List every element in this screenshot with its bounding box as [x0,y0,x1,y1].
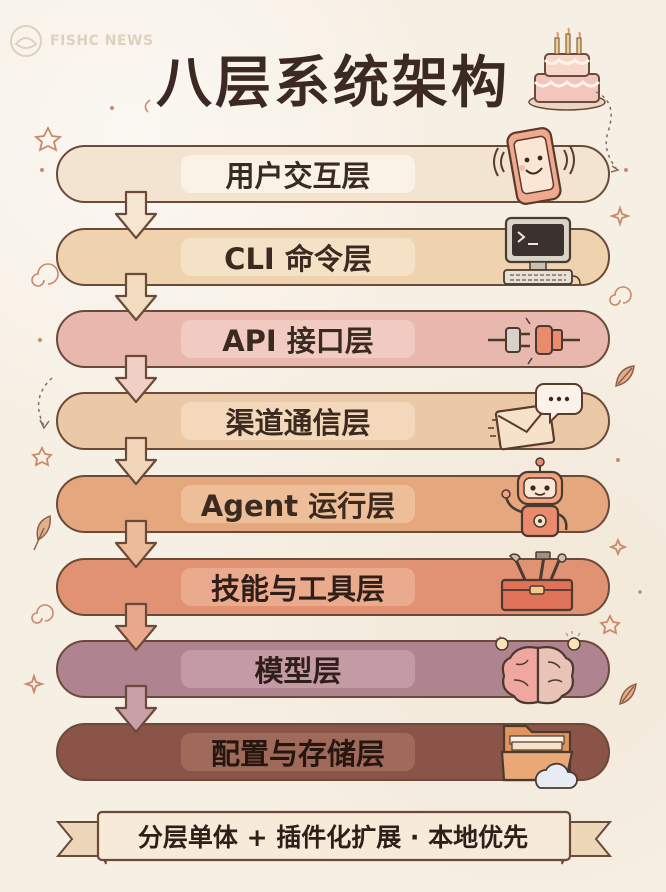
layer-label-box-0: 用户交互层 [181,155,415,193]
smartphone-icon [493,127,575,205]
down-arrow-icon [114,602,158,652]
brain-icon [495,631,581,705]
layer-label-box-3: 渠道通信层 [181,402,415,440]
down-arrow-icon [114,190,158,240]
plug-connector-icon [488,317,580,365]
layer-label: CLI 命令层 [224,242,372,276]
folder-cloud-icon [500,724,578,789]
layer-label: 配置与存储层 [210,737,385,771]
footer-ribbon [55,810,613,865]
layer-label: Agent 运行层 [200,489,396,523]
fish-logo-icon [10,25,42,57]
toolbox-icon [500,551,574,612]
watermark-logo: FISHC NEWS [6,24,154,58]
layer-label: API 接口层 [222,324,374,358]
envelope-chat-icon [488,383,583,451]
layer-label: 模型层 [254,654,342,688]
layer-label-box-7: 配置与存储层 [181,733,415,771]
computer-terminal-icon [503,216,581,285]
layer-label-box-1: CLI 命令层 [181,238,415,276]
page-title: 八层系统架构 [156,51,510,116]
layer-label: 用户交互层 [225,159,371,193]
star-decorations [23,125,631,695]
layer-label-box-2: API 接口层 [181,320,415,358]
down-arrow-icon [114,354,158,404]
layer-label: 技能与工具层 [210,572,385,606]
cake-icon [528,27,606,111]
layer-label-box-5: 技能与工具层 [181,568,415,606]
layer-label-box-4: Agent 运行层 [181,485,415,523]
leaf-decorations [33,365,637,705]
down-arrow-icon [114,272,158,322]
watermark-text: FISHC NEWS [50,33,154,49]
down-arrow-icon [114,519,158,569]
down-arrow-icon [114,436,158,486]
down-arrow-icon [114,684,158,734]
robot-icon [501,457,568,538]
footer-summary: 分层单体 + 插件化扩展 · 本地优先 [137,823,529,852]
layer-label: 渠道通信层 [225,406,371,440]
layer-label-box-6: 模型层 [181,650,415,688]
